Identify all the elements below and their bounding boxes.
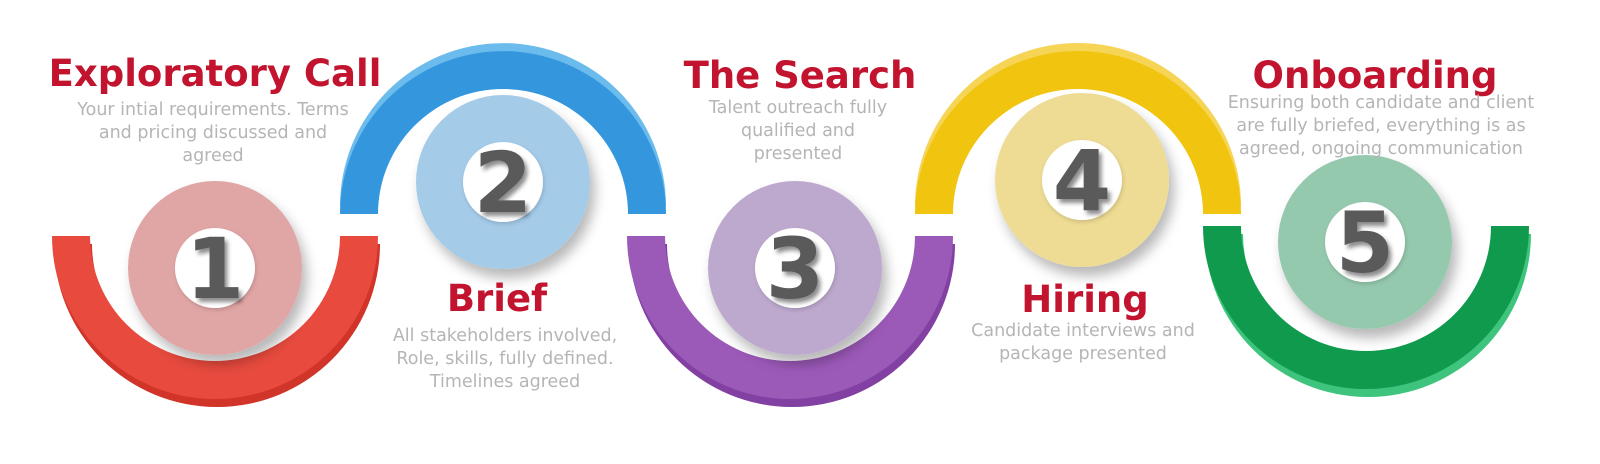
step-1-description-line: agreed	[182, 146, 244, 166]
step-2-arc-band	[340, 51, 666, 214]
step-4-arc-band	[915, 51, 1241, 214]
step-1-description-line: and pricing discussed and	[98, 123, 328, 143]
step-1-arc	[52, 236, 380, 407]
step-1-title: Exploratory Call	[48, 52, 382, 95]
step-4-description: Candidate interviews and package present…	[971, 320, 1195, 366]
step-1-number: 1	[186, 220, 244, 318]
step-2-title: Brief	[446, 277, 548, 320]
step-3-arc-band	[627, 236, 953, 399]
step-4-arc	[915, 43, 1241, 214]
step-2-description-line: Role, skills, fully defined.	[396, 349, 614, 369]
step-3-arc	[627, 236, 955, 407]
step-4-description-line: package presented	[999, 344, 1167, 364]
step-3-description-line: qualified and	[740, 121, 856, 141]
step-5-description-line: Ensuring both candidate and client	[1227, 93, 1535, 113]
step-3-description-line: Talent outreach fully	[708, 98, 888, 118]
step-5-description-line: are fully briefed, everything is as	[1236, 116, 1526, 136]
step-3-number-disc	[755, 228, 835, 308]
step-2-arc	[340, 43, 666, 214]
step-4-number: 4	[1053, 132, 1111, 230]
step-1-circle: 1	[128, 181, 302, 355]
step-3-circle: 3	[708, 181, 882, 355]
step-2-circle: 2	[416, 95, 590, 269]
step-2-description-line: All stakeholders involved,	[392, 326, 618, 346]
step-2-number-disc	[463, 142, 543, 222]
step-1-description: Your intial requirements. Terms and pric…	[77, 99, 349, 168]
step-5-description-line: agreed, ongoing communication	[1239, 139, 1523, 159]
step-3-title: The Search	[683, 54, 917, 97]
step-5-number: 5	[1336, 194, 1394, 292]
step-2-number: 2	[474, 134, 532, 232]
step-3-description-line: presented	[753, 144, 843, 164]
step-4-description-line: Candidate interviews and	[971, 321, 1195, 341]
step-5-arc	[1203, 226, 1531, 397]
step-1-arc-band	[52, 236, 378, 399]
step-5-arc-band	[1203, 226, 1529, 389]
step-4-circle: 4	[995, 93, 1169, 267]
step-4-number-disc	[1042, 140, 1122, 220]
step-2-description-line: Timelines agreed	[429, 372, 581, 392]
step-2-description: All stakeholders involved, Role, skills,…	[393, 325, 617, 394]
arc-band-layer	[52, 43, 1531, 407]
step-5-circle: 5	[1278, 155, 1452, 329]
number-circle-layer: 1 2 3 4 5	[128, 93, 1452, 355]
step-5-number-disc	[1325, 202, 1405, 282]
step-1-number-disc	[175, 228, 255, 308]
step-1-description-line: Your intial requirements. Terms	[77, 100, 349, 120]
step-5-description: Ensuring both candidate and client are f…	[1228, 92, 1535, 161]
step-3-number: 3	[766, 220, 824, 318]
step-3-description: Talent outreach fully qualified and pres…	[709, 97, 887, 166]
step-5-title: Onboarding	[1252, 54, 1498, 97]
step-4-title: Hiring	[1021, 278, 1149, 321]
